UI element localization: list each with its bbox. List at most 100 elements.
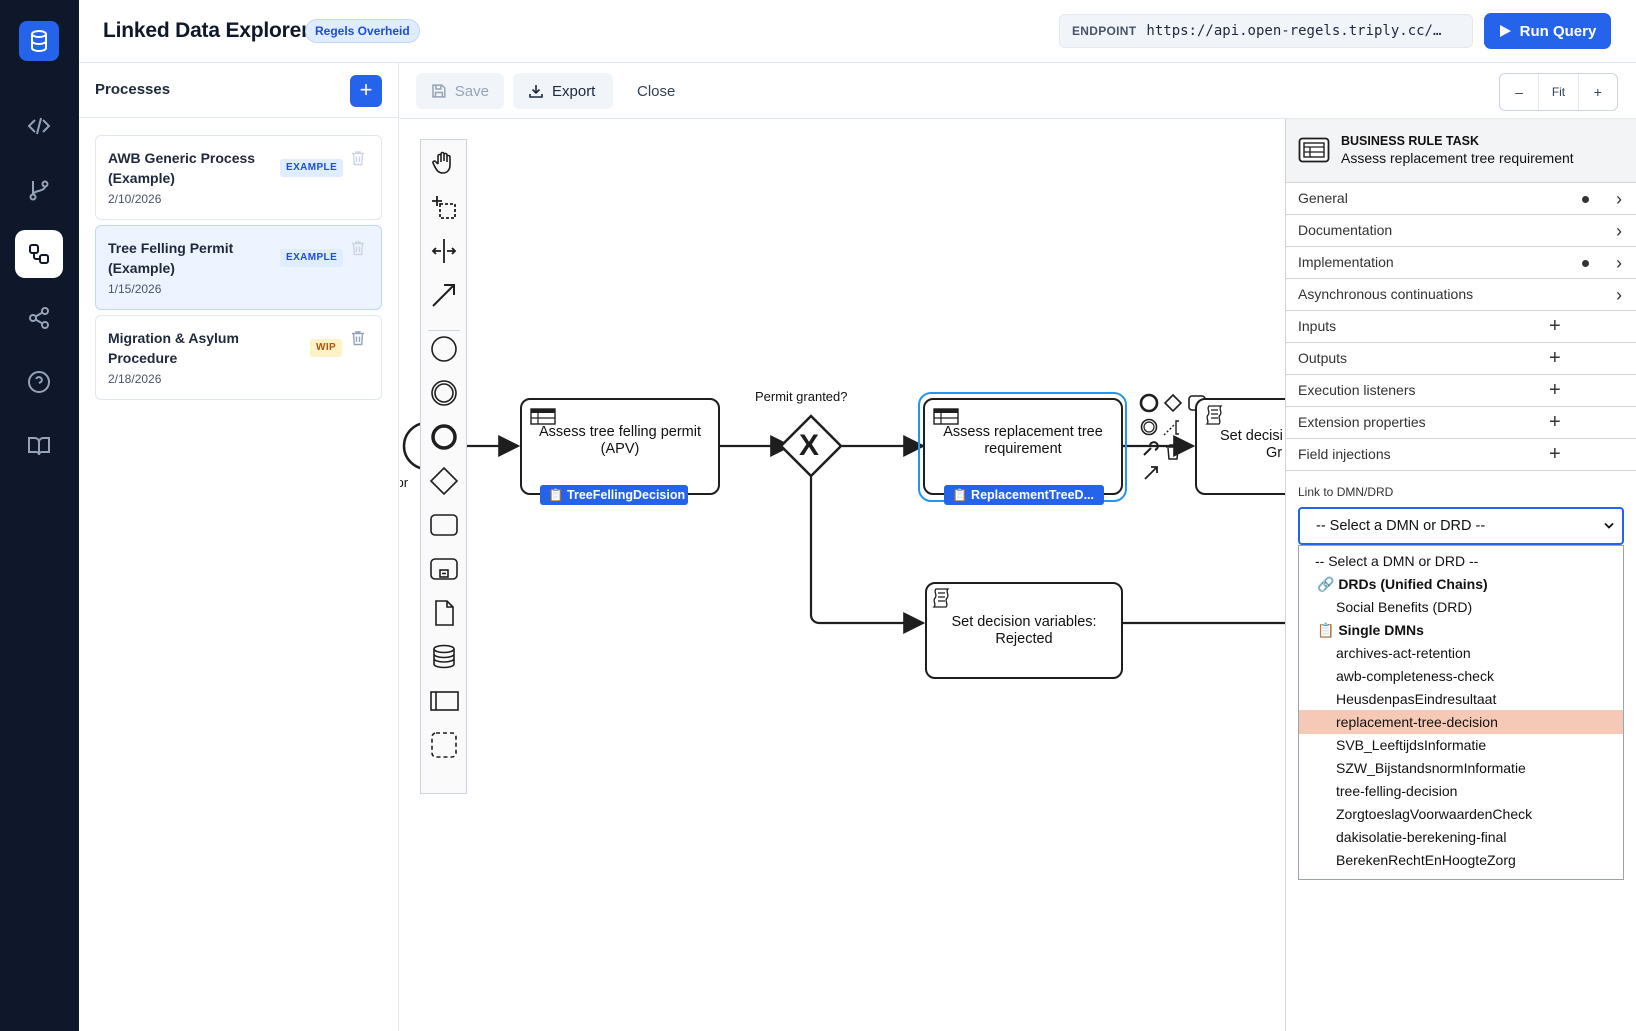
help-icon[interactable]	[15, 358, 63, 406]
property-group[interactable]: Outputs+	[1286, 343, 1636, 375]
endpoint-field[interactable]: ENDPOINT https://api.open-regels.triply.…	[1059, 14, 1473, 48]
business-rule-task-selected[interactable]: Assess replacement tree requirement	[923, 398, 1123, 495]
export-label: Export	[552, 82, 596, 100]
space-tool-icon[interactable]	[429, 236, 459, 266]
data-store-tool-icon[interactable]	[429, 642, 459, 672]
sequence-flow[interactable]	[809, 475, 926, 634]
subprocess-tool-icon[interactable]	[429, 554, 459, 584]
property-group[interactable]: Documentation›	[1286, 215, 1636, 247]
app-title: Linked Data Explorer	[103, 19, 310, 42]
group-tool-icon[interactable]	[429, 730, 459, 760]
task-tool-icon[interactable]	[429, 510, 459, 540]
hand-tool-icon[interactable]	[429, 148, 459, 178]
zoom-out-button[interactable]: –	[1515, 84, 1524, 100]
property-group[interactable]: Field injections+	[1286, 439, 1636, 471]
context-pad[interactable]	[1139, 393, 1206, 480]
append-gateway-icon[interactable]	[1163, 393, 1183, 413]
dmn-option[interactable]: SVB_LeeftijdsInformatie	[1336, 737, 1487, 753]
dmn-option[interactable]: awb-completeness-check	[1336, 668, 1494, 684]
share-icon[interactable]	[15, 294, 63, 342]
trash-icon[interactable]	[351, 150, 365, 166]
append-end-event-icon[interactable]	[1139, 393, 1159, 413]
property-group[interactable]: Extension properties +	[1286, 407, 1636, 439]
property-group[interactable]: Inputs+	[1286, 311, 1636, 343]
intermediate-event-tool-icon[interactable]	[429, 378, 459, 408]
book-icon[interactable]	[15, 422, 63, 470]
lasso-tool-icon[interactable]	[429, 192, 459, 222]
chevron-down-icon	[1604, 522, 1614, 529]
dmn-option[interactable]: replacement-tree-decision	[1299, 710, 1623, 734]
delete-icon[interactable]	[1166, 444, 1180, 460]
property-group[interactable]: General›	[1286, 183, 1636, 215]
exclusive-gateway[interactable]	[779, 414, 843, 478]
add-icon[interactable]: +	[1549, 347, 1561, 369]
dmn-link-label: Link to DMN/DRD	[1298, 485, 1394, 499]
append-intermediate-event-icon[interactable]	[1140, 418, 1158, 436]
dmn-option[interactable]: BerekenRechtEnHoogteZorg	[1336, 852, 1516, 868]
dmn-option[interactable]: SZW_BijstandsnormInformatie	[1336, 760, 1526, 776]
run-query-button[interactable]: Run Query	[1484, 13, 1611, 49]
business-rule-task[interactable]: Assess tree felling permit (APV)	[520, 398, 720, 495]
chevron-right-icon[interactable]: ›	[1616, 189, 1622, 209]
script-task[interactable]: Set decision variables: Rejected	[925, 582, 1123, 679]
property-group-label: Extension properties	[1298, 414, 1426, 430]
connect-arrow-icon[interactable]	[1144, 466, 1158, 480]
global-connect-tool-icon[interactable]	[429, 280, 459, 310]
dmn-option[interactable]: -- Select a DMN or DRD --	[1315, 553, 1479, 569]
code-icon[interactable]	[15, 102, 63, 150]
export-button[interactable]: Export	[513, 73, 613, 109]
close-button[interactable]: Close	[637, 82, 676, 100]
chevron-right-icon[interactable]: ›	[1616, 221, 1622, 241]
database-icon[interactable]	[19, 21, 59, 61]
start-event-tool-icon[interactable]	[429, 334, 459, 364]
bpmn-canvas[interactable]: rt prg Assess tree felling permit (APV) …	[400, 119, 1285, 1031]
endpoint-label: ENDPOINT	[1072, 24, 1137, 38]
wrench-icon[interactable]	[1143, 441, 1159, 456]
trash-icon[interactable]	[351, 330, 365, 346]
process-date: 2/10/2026	[108, 192, 162, 206]
dmn-option-group: 📋 Single DMNs	[1317, 622, 1424, 638]
zoom-in-button[interactable]: +	[1593, 84, 1602, 100]
process-name: AWB Generic Process (Example)	[108, 150, 256, 186]
dmn-options-list: -- Select a DMN or DRD --🔗 DRDs (Unified…	[1298, 545, 1624, 880]
script-task[interactable]: Set decisi Gr	[1195, 398, 1285, 495]
pool-tool-icon[interactable]	[429, 686, 459, 716]
dmn-select[interactable]: -- Select a DMN or DRD --	[1298, 507, 1624, 545]
property-group[interactable]: Asynchronous continuations›	[1286, 279, 1636, 311]
add-icon[interactable]: +	[1549, 443, 1561, 465]
zoom-fit-button[interactable]: Fit	[1538, 74, 1579, 110]
process-card[interactable]: Tree Felling Permit (Example) 1/15/2026 …	[95, 225, 382, 310]
add-process-button[interactable]: +	[350, 75, 382, 107]
dmn-link-chip[interactable]: 📋 ReplacementTreeD...	[944, 485, 1104, 505]
gateway-tool-icon[interactable]	[429, 466, 459, 496]
save-icon	[432, 84, 446, 98]
process-card[interactable]: AWB Generic Process (Example) 2/10/2026 …	[95, 135, 382, 220]
process-card[interactable]: Migration & Asylum Procedure 2/18/2026 W…	[95, 315, 382, 400]
save-button[interactable]: Save	[416, 73, 504, 109]
git-branch-icon[interactable]	[15, 166, 63, 214]
dmn-option[interactable]: archives-act-retention	[1336, 645, 1471, 661]
dmn-link-chip[interactable]: 📋 TreeFellingDecision	[540, 485, 688, 505]
add-icon[interactable]: +	[1549, 411, 1561, 433]
process-date: 2/18/2026	[108, 372, 162, 386]
end-event-tool-icon[interactable]	[429, 422, 459, 452]
text-annotation-icon[interactable]	[1163, 423, 1176, 436]
workflow-icon[interactable]	[15, 230, 63, 278]
dmn-option[interactable]: Social Benefits (DRD)	[1336, 599, 1473, 615]
dmn-option[interactable]: tree-felling-decision	[1336, 783, 1458, 799]
data-object-tool-icon[interactable]	[429, 598, 459, 628]
property-group[interactable]: Implementation›	[1286, 247, 1636, 279]
add-icon[interactable]: +	[1549, 379, 1561, 401]
chevron-right-icon[interactable]: ›	[1616, 285, 1622, 305]
property-group[interactable]: Execution listeners+	[1286, 375, 1636, 407]
dmn-option[interactable]: ZorgtoeslagVoorwaardenCheck	[1336, 806, 1533, 822]
add-icon[interactable]: +	[1549, 315, 1561, 337]
properties-panel: BUSINESS RULE TASK Assess replacement tr…	[1285, 119, 1636, 1031]
download-icon	[529, 85, 543, 98]
task-label: Set decision variables: Rejected	[951, 613, 1097, 647]
dmn-option[interactable]: HeusdenpasEindresultaat	[1336, 691, 1497, 707]
gateway-label: Permit granted?	[755, 389, 848, 404]
trash-icon[interactable]	[351, 240, 365, 256]
chevron-right-icon[interactable]: ›	[1616, 253, 1622, 273]
dmn-option[interactable]: dakisolatie-berekening-final	[1336, 829, 1507, 845]
